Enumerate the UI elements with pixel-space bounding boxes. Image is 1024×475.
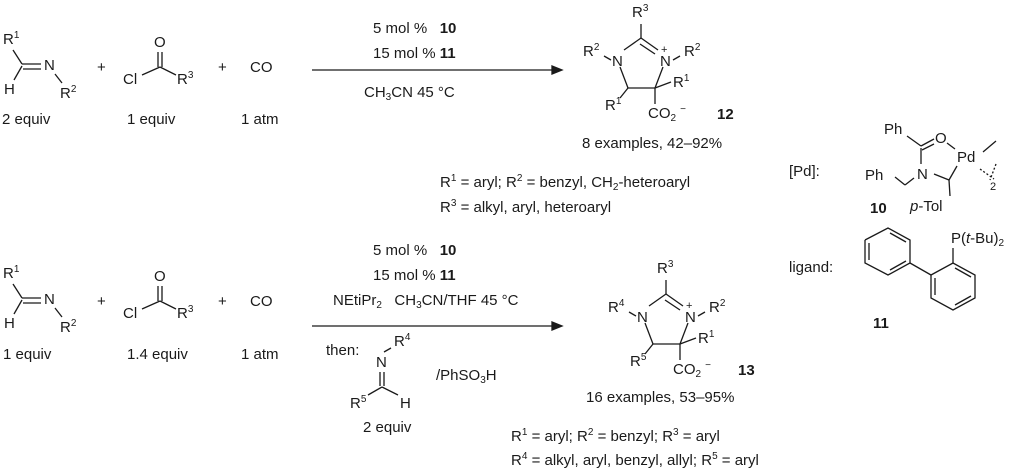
r5-label: R5 xyxy=(630,352,647,370)
ring-n-left: N xyxy=(612,53,623,70)
compound-label-12: 12 xyxy=(717,106,734,123)
r2-right-label: R2 xyxy=(684,42,701,60)
phosphine-group: P(t-Bu)2 xyxy=(951,230,1005,249)
r2-left-label: R2 xyxy=(583,42,600,60)
ligand-prefix: ligand: xyxy=(789,259,834,276)
imine-n: N xyxy=(44,57,55,74)
dimer-subscript: 2 xyxy=(990,181,997,193)
scope-line: R4 = alkyl, aryl, benzyl, allyl; R5 = ar… xyxy=(511,451,759,469)
catalyst-loading: 5 mol % 10 xyxy=(373,20,457,37)
acid-chloride-amount: 1.4 equiv xyxy=(127,346,188,363)
r4-label: R4 xyxy=(608,298,625,316)
pd-o: O xyxy=(935,130,947,147)
scope-line: R1 = aryl; R2 = benzyl; R3 = aryl xyxy=(511,427,720,445)
ring-n-right: N+ xyxy=(660,44,671,70)
carbonyl-o: O xyxy=(154,268,166,285)
solvent-temp: CH3CN 45 °C xyxy=(364,84,455,103)
r2-label: R2 xyxy=(60,84,77,102)
acid-additive: /PhSO3H xyxy=(436,367,497,386)
carbonyl-o: O xyxy=(154,34,166,51)
plus-sign: + xyxy=(218,293,227,310)
co-amount: 1 atm xyxy=(241,346,279,363)
carboxylate: CO2− xyxy=(648,104,686,124)
compound-label-10: 10 xyxy=(870,200,887,217)
r4-label: R4 xyxy=(394,332,411,350)
cl-label: Cl xyxy=(123,305,138,322)
co-formula: CO xyxy=(250,59,273,76)
pd-prefix: [Pd]: xyxy=(789,163,820,180)
imine-amount: 1 equiv xyxy=(3,346,52,363)
r3-label: R3 xyxy=(657,259,674,277)
imine-h: H xyxy=(4,315,15,332)
ligand-loading: 15 mol % 11 xyxy=(373,45,456,62)
ph-left: Ph xyxy=(865,167,884,184)
cl-label: Cl xyxy=(123,71,138,88)
then-label: then: xyxy=(326,342,360,359)
r2-label: R2 xyxy=(60,318,77,336)
ph-top: Ph xyxy=(884,121,903,138)
ring-n-left: N xyxy=(637,309,648,326)
r3-label: R3 xyxy=(632,3,649,21)
yield-text: 8 examples, 42–92% xyxy=(582,135,723,152)
compound-label-11: 11 xyxy=(873,315,889,332)
base-solvent-temp: NEtiPr2 CH3CN/THF 45 °C xyxy=(333,292,519,311)
r1-right-label: R1 xyxy=(673,73,690,91)
r3-label: R3 xyxy=(177,304,194,322)
pd-n: N xyxy=(917,166,928,183)
imine-h: H xyxy=(4,81,15,98)
r1-label: R1 xyxy=(3,264,20,282)
co-amount: 1 atm xyxy=(241,111,279,128)
acid-chloride-amount: 1 equiv xyxy=(127,111,176,128)
yield-text: 16 examples, 53–95% xyxy=(586,389,735,406)
pd-atom: Pd xyxy=(957,149,976,166)
scope-line: R3 = alkyl, aryl, heteroaryl xyxy=(440,198,612,216)
ring-n-right: N+ xyxy=(685,300,696,326)
plus-sign: + xyxy=(97,293,106,310)
plus-sign: + xyxy=(218,59,227,76)
imine2-amount: 2 equiv xyxy=(363,419,412,436)
r3-label: R3 xyxy=(177,70,194,88)
co-formula: CO xyxy=(250,293,273,310)
imine-amount: 2 equiv xyxy=(2,111,51,128)
compound-label-13: 13 xyxy=(738,362,755,379)
r1-label: R1 xyxy=(3,30,20,48)
scope-line: R1 = aryl; R2 = benzyl, CH2-heteroaryl xyxy=(440,173,691,193)
imine2-h: H xyxy=(400,395,411,412)
r2-label: R2 xyxy=(709,298,726,316)
p-tolyl: p-Tol xyxy=(910,198,943,215)
plus-sign: + xyxy=(97,59,106,76)
r1-label: R1 xyxy=(698,329,715,347)
imine2-n: N xyxy=(376,354,387,371)
ligand-loading: 15 mol % 11 xyxy=(373,267,456,284)
r5-label: R5 xyxy=(350,394,367,412)
carboxylate: CO2− xyxy=(673,360,711,380)
r1-left-label: R1 xyxy=(605,96,622,114)
positive-charge: + xyxy=(686,300,693,312)
catalyst-loading: 5 mol % 10 xyxy=(373,242,457,259)
imine-n: N xyxy=(44,291,55,308)
positive-charge: + xyxy=(661,44,668,56)
